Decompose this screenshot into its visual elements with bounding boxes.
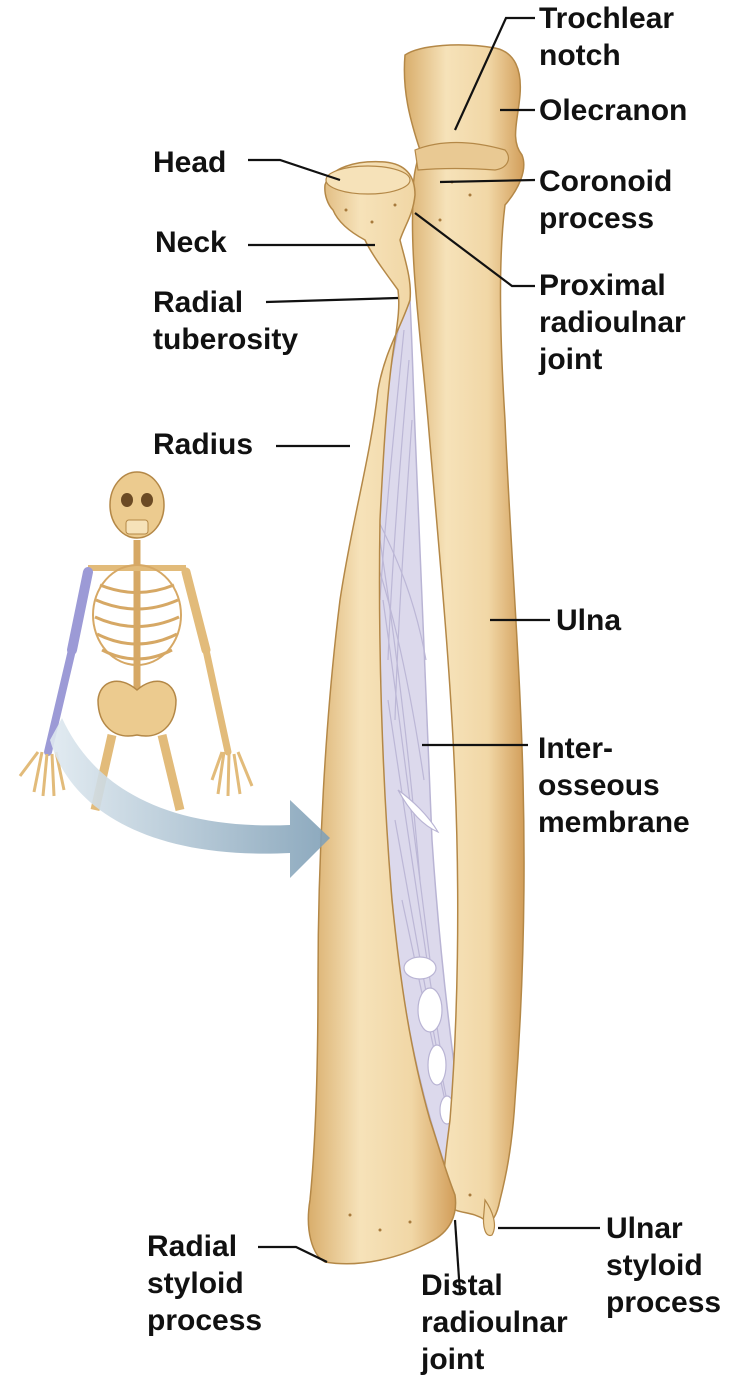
label-neck: Neck (155, 224, 227, 261)
label-head: Head (153, 144, 226, 181)
label-radial-tuberosity: Radial tuberosity (153, 284, 298, 358)
label-interosseous-membrane: Inter- osseous membrane (538, 730, 690, 841)
label-radial-styloid-process: Radial styloid process (147, 1228, 262, 1339)
label-olecranon: Olecranon (539, 92, 687, 129)
label-coronoid-process: Coronoid process (539, 163, 672, 237)
label-distal-radioulnar-joint: Distal radioulnar joint (421, 1267, 568, 1378)
pointer-arrow (50, 718, 330, 878)
label-ulnar-styloid-process: Ulnar styloid process (606, 1210, 721, 1321)
label-trochlear-notch: Trochlear notch (539, 0, 674, 74)
skeleton-figure (20, 472, 252, 810)
label-ulna: Ulna (556, 602, 621, 639)
label-proximal-radioulnar-joint: Proximal radioulnar joint (539, 267, 686, 378)
label-radius: Radius (153, 426, 253, 463)
